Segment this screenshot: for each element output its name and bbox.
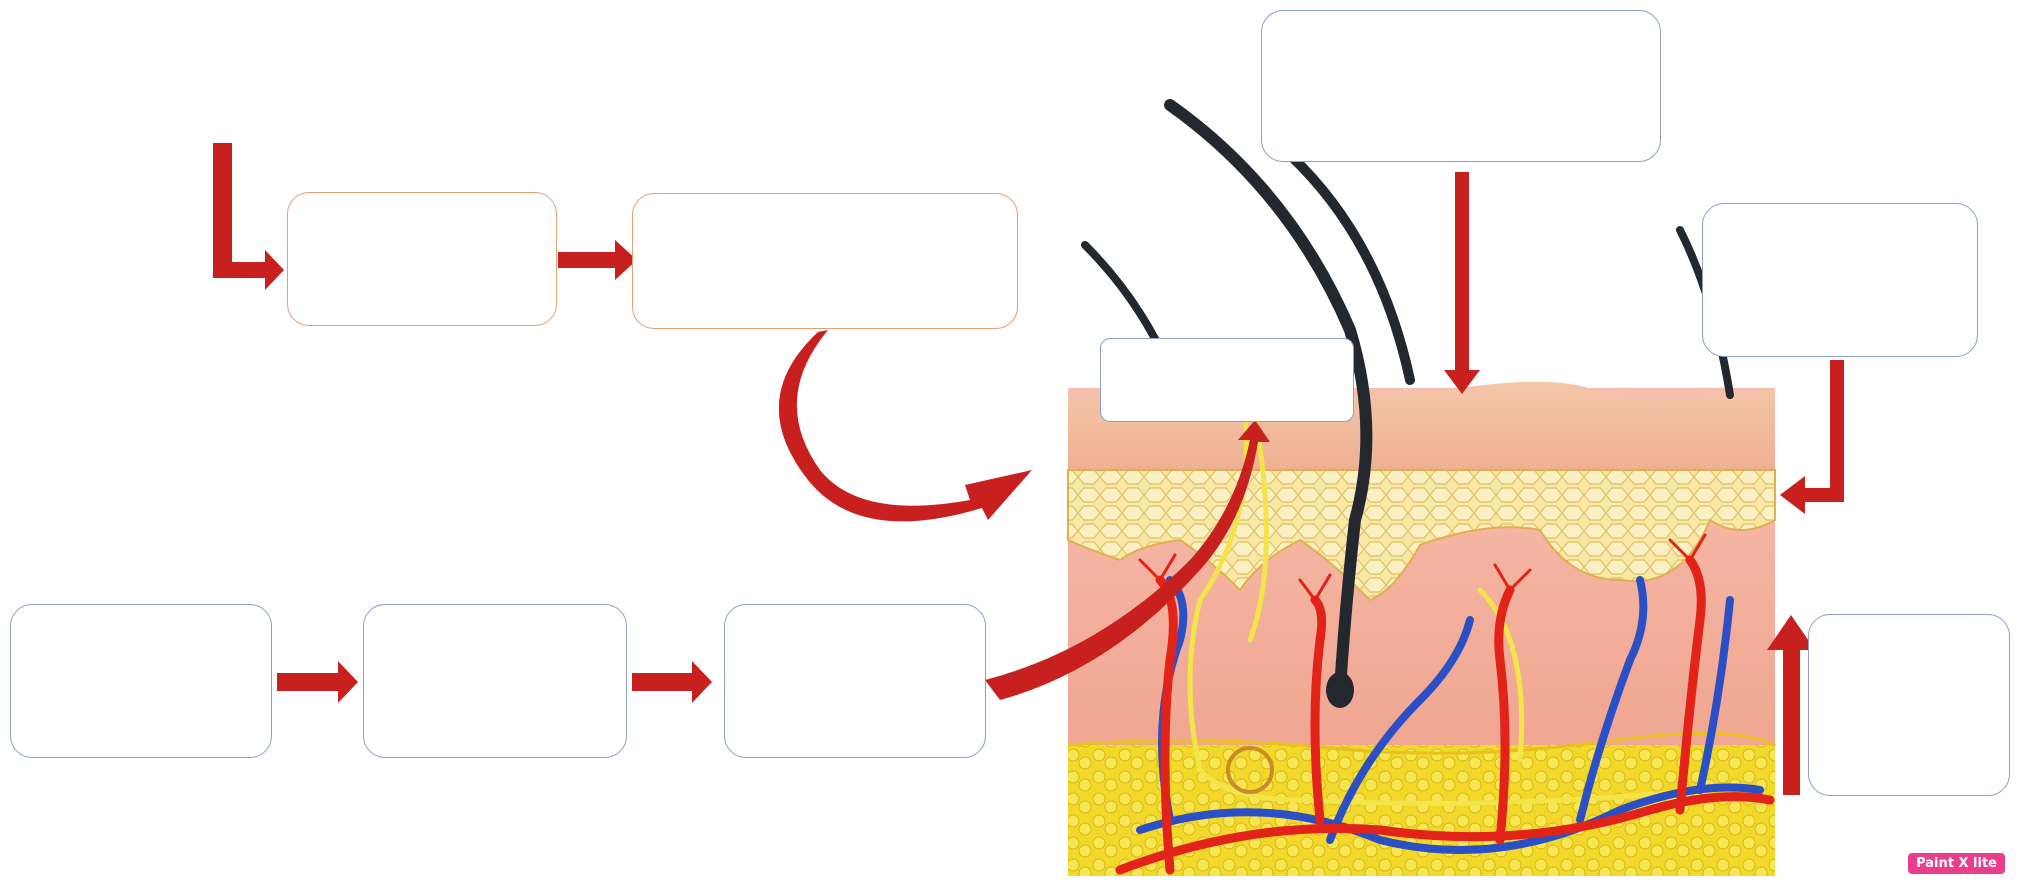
skin-cross-section [1068,105,1775,876]
label-box[interactable] [10,604,272,758]
label-box[interactable] [1702,203,1978,357]
label-box[interactable] [363,604,627,758]
down-arrow [1444,172,1480,394]
label-box[interactable] [632,193,1018,329]
label-box[interactable] [1100,338,1354,422]
label-box[interactable] [1261,10,1661,162]
curved-arrow [779,330,1032,521]
label-box[interactable] [287,192,557,326]
watermark-badge: Paint X lite [1908,853,2005,874]
corner-arrow [1780,360,1844,514]
right-arrow [277,661,358,703]
label-box[interactable] [724,604,986,758]
right-arrow [558,240,637,280]
label-box[interactable] [1808,614,2010,796]
right-arrow [632,661,712,703]
hair-bulb [1326,672,1354,708]
l-shaped-arrow [213,143,284,290]
